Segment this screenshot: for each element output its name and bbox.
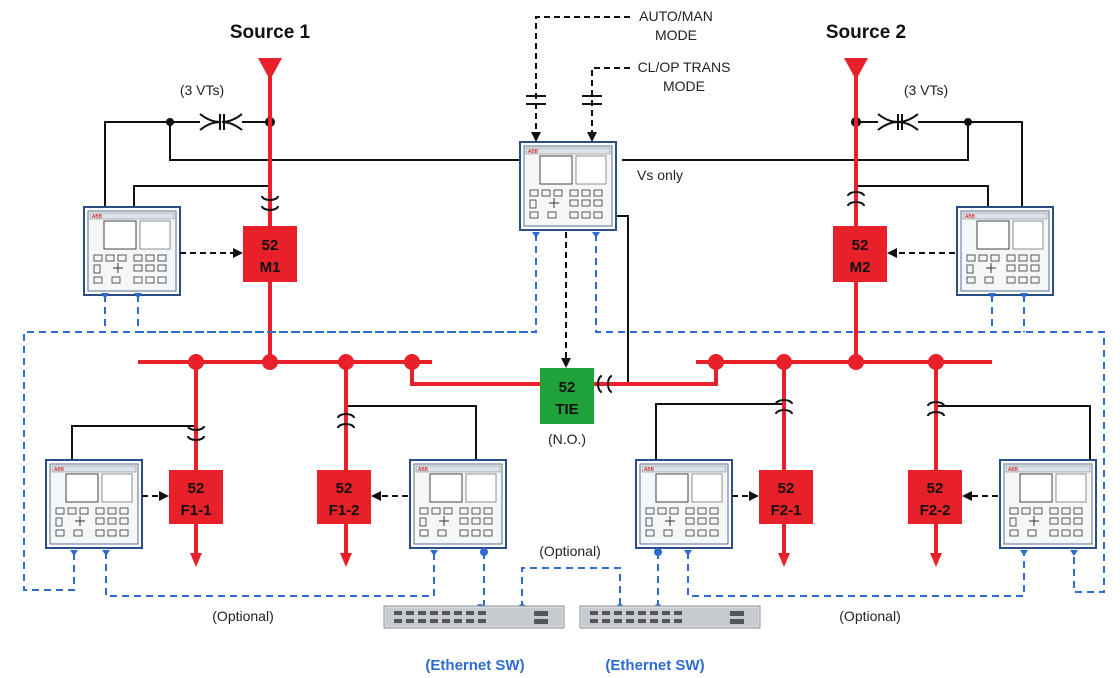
- port-icon: [1020, 550, 1028, 556]
- port-icon: [684, 550, 692, 556]
- breaker-name: F2-1: [771, 502, 802, 519]
- ethernet-switch-left-label: (Ethernet SW): [425, 657, 524, 674]
- vt-right-icon: [877, 113, 919, 131]
- ct-icons: [187, 191, 945, 441]
- breaker-f1-2[interactable]: 52 F1-2: [317, 470, 371, 524]
- breaker-name: M2: [850, 259, 871, 276]
- auto-man-label-line2: MODE: [655, 27, 697, 43]
- vs-only-label: Vs only: [637, 167, 683, 183]
- breaker-f2-2[interactable]: 52 F2-2: [908, 470, 962, 524]
- power-bus: [138, 70, 992, 567]
- vt-left-icon: [199, 113, 243, 131]
- breaker-m2[interactable]: 52 M2: [833, 226, 887, 282]
- bus-node: [928, 354, 944, 370]
- ethernet-switch-right-label: (Ethernet SW): [605, 657, 704, 674]
- bus-node: [338, 354, 354, 370]
- breaker-number: 52: [188, 480, 205, 497]
- breaker-tie[interactable]: 52 TIE: [540, 368, 594, 424]
- port-icon: [102, 550, 110, 556]
- input-isolator-icons: [526, 95, 602, 105]
- optional-right-label: (Optional): [839, 608, 900, 624]
- breaker-name: F2-2: [920, 502, 951, 519]
- breaker-f2-1[interactable]: 52 F2-1: [759, 470, 813, 524]
- relay-brand: ABB: [92, 214, 103, 220]
- breaker-number: 52: [852, 237, 869, 254]
- relay-tie[interactable]: ABB: [519, 141, 617, 231]
- relay-brand: ABB: [644, 467, 655, 473]
- source1-label: Source 1: [230, 22, 311, 43]
- vts-left-label: (3 VTs): [180, 82, 224, 98]
- bus-node: [708, 354, 724, 370]
- relay-m2[interactable]: ABB: [956, 206, 1054, 296]
- relay-f1-2[interactable]: ABB: [409, 459, 507, 549]
- junction-dot: [964, 118, 972, 126]
- port-icon: [532, 232, 540, 238]
- relay-brand: ABB: [965, 214, 976, 220]
- vts-right-label: (3 VTs): [904, 82, 948, 98]
- port-icon: [101, 293, 109, 299]
- source2-label: Source 2: [826, 22, 906, 43]
- clop-label-line1: CL/OP TRANS: [638, 59, 731, 75]
- port-icon: [1020, 293, 1028, 299]
- breaker-number: 52: [778, 480, 795, 497]
- relay-brand: ABB: [418, 467, 429, 473]
- breaker-number: 52: [927, 480, 944, 497]
- port-icon: [134, 293, 142, 299]
- bus-node: [262, 354, 278, 370]
- breaker-number: 52: [336, 480, 353, 497]
- comm-port-dot: [480, 548, 488, 556]
- breaker-f1-1[interactable]: 52 F1-1: [169, 470, 223, 524]
- breaker-m1[interactable]: 52 M1: [243, 226, 297, 282]
- port-icon: [988, 293, 996, 299]
- comm-network: [23, 234, 1105, 609]
- breaker-number: 52: [559, 379, 576, 396]
- port-icon: [70, 550, 78, 556]
- trip-signals: [142, 16, 998, 501]
- relay-f2-1[interactable]: ABB: [635, 459, 733, 549]
- source2-symbol: [844, 58, 868, 80]
- normally-open-label: (N.O.): [548, 431, 586, 447]
- relay-f2-2[interactable]: ABB: [999, 459, 1097, 549]
- breaker-name: TIE: [555, 401, 578, 418]
- relay-m1[interactable]: ABB: [83, 206, 181, 296]
- source1-symbol: [258, 58, 282, 80]
- optional-left-label: (Optional): [212, 608, 273, 624]
- bus-node: [776, 354, 792, 370]
- optional-top-label: (Optional): [539, 543, 600, 559]
- relay-brand: ABB: [1008, 467, 1019, 473]
- bus-node: [188, 354, 204, 370]
- port-icon: [430, 550, 438, 556]
- comm-port-dot: [654, 548, 662, 556]
- bus-node: [848, 354, 864, 370]
- relay-brand: ABB: [528, 149, 539, 155]
- ethernet-switch-left[interactable]: [383, 605, 565, 629]
- bus-node: [404, 354, 420, 370]
- port-icon: [592, 232, 600, 238]
- port-icon: [1070, 550, 1078, 556]
- auto-man-label-line1: AUTO/MAN: [639, 8, 713, 24]
- breaker-name: M1: [260, 259, 281, 276]
- junction-dot: [166, 118, 174, 126]
- relay-f1-1[interactable]: ABB: [45, 459, 143, 549]
- breaker-name: F1-2: [329, 502, 360, 519]
- clop-label-line2: MODE: [663, 78, 705, 94]
- ethernet-switch-right[interactable]: [579, 605, 761, 629]
- relay-brand: ABB: [54, 467, 65, 473]
- breaker-number: 52: [262, 237, 279, 254]
- breaker-name: F1-1: [181, 502, 212, 519]
